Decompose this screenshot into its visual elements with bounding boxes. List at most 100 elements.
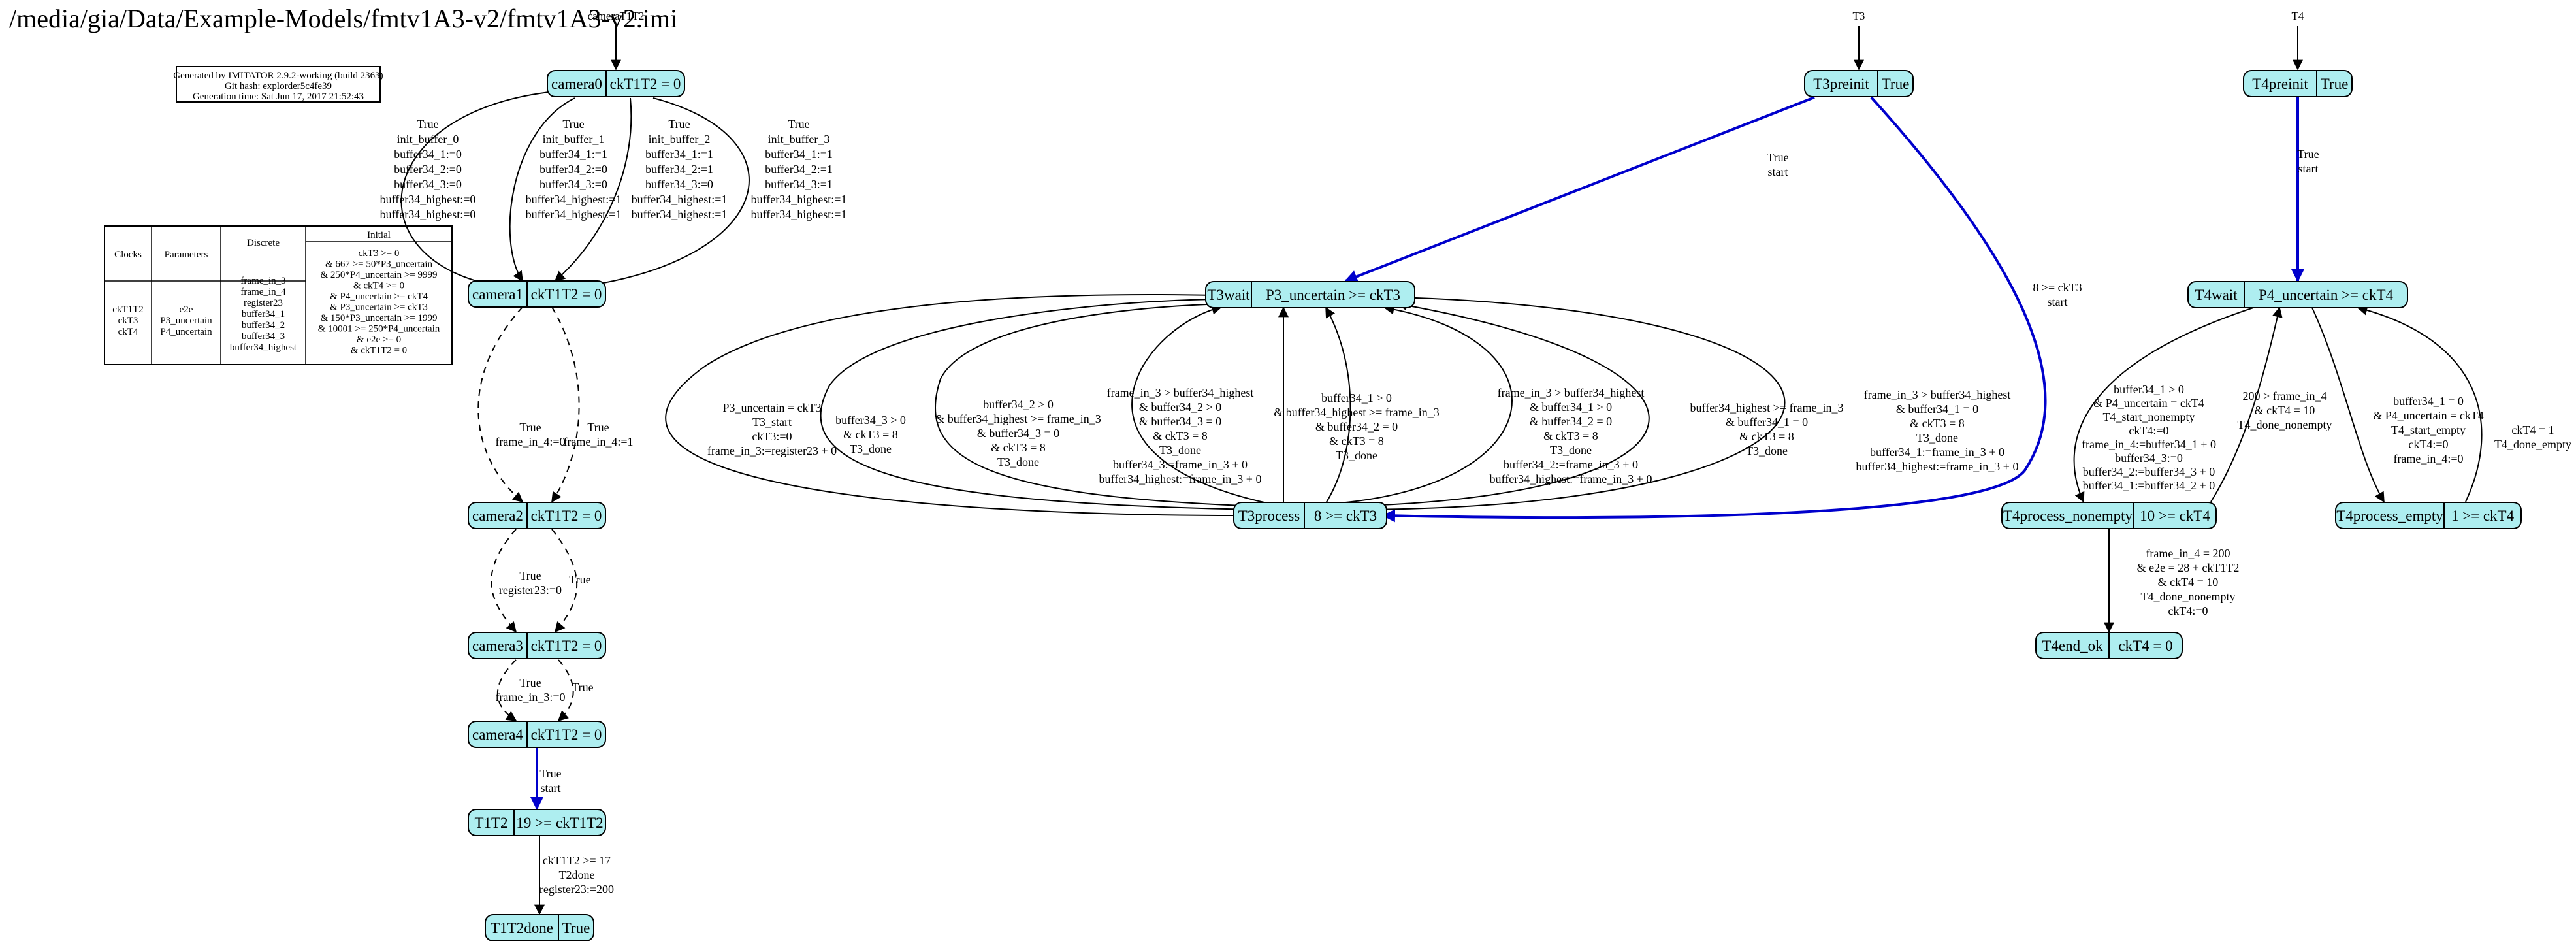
edge-label-line: buffer34_3:=0 [645, 178, 713, 191]
state-name: camera0 [551, 76, 602, 92]
edge-label-line: buffer34_2:=frame_in_3 + 0 [1504, 458, 1638, 471]
state-name: T4end_ok [2042, 638, 2103, 654]
edge-label-c0-2: Trueinit_buffer_1buffer34_1:=1buffer34_2… [526, 118, 622, 221]
edge-label-line: buffer34_1:=buffer34_2 + 0 [2083, 479, 2215, 492]
edge-camera2-camera3 [551, 529, 578, 633]
table-cell-clock: ckT3 [118, 316, 138, 326]
info-line: Git hash: explorder5c4fe39 [225, 81, 332, 91]
edges-layer [400, 26, 2483, 915]
edge-labels-layer: Trueinit_buffer_0buffer34_1:=0buffer34_2… [380, 118, 2571, 896]
edge-label-line: frame_in_4:=0 [2393, 452, 2463, 465]
state-name: camera3 [472, 638, 523, 654]
edge-label-line: & buffer34_1 = 0 [1896, 402, 1978, 416]
edge-label-line: buffer34_3:=0 [539, 178, 607, 191]
edge-label-line: ckT3:=0 [752, 430, 792, 443]
edge-label-line: init_buffer_2 [649, 133, 711, 146]
edge-label-line: T3_done [1550, 444, 1592, 457]
edge-label-line: buffer34_highest:=1 [751, 193, 847, 206]
table-cell-initial: & 150*P3_uncertain >= 1999 [321, 313, 438, 323]
table-cell-parameter: P4_uncertain [160, 327, 212, 337]
edge-label-line: & ckT3 = 8 [1153, 429, 1208, 442]
table-cell-parameter: P3_uncertain [160, 316, 212, 326]
edge-label-line: T4_done_empty [2494, 438, 2571, 451]
edge-camera2-camera3 [491, 529, 517, 633]
edge-label-t3-l6: frame_in_3 > buffer34_highest& buffer34_… [1490, 386, 1652, 485]
table-header: Parameters [165, 250, 208, 260]
edge-label-line: T3_done [1159, 444, 1201, 457]
edge-label-line: & buffer34_2 = 0 [1315, 420, 1398, 433]
edge-camera0-camera1 [400, 91, 556, 292]
table-cell-clock: ckT4 [118, 327, 138, 337]
edge-t3process-t3wait [1351, 292, 1786, 510]
info-line: Generated by IMITATOR 2.9.2-working (bui… [173, 71, 383, 81]
edge-t3process-t3wait [1338, 304, 1513, 504]
state-node-t3preinit[interactable]: T3preinit True [1804, 70, 1914, 97]
edge-label-line: buffer34_3:=0 [394, 178, 462, 191]
edge-label-line: buffer34_highest:=frame_in_3 + 0 [1099, 472, 1262, 485]
state-name: T3preinit [1813, 76, 1869, 92]
edge-label-line: frame_in_4:=1 [563, 435, 633, 448]
edge-t3process-t3wait [820, 294, 1255, 510]
edge-label-line: buffer34_2:=0 [394, 163, 462, 176]
edge-label-line: True [2297, 148, 2319, 161]
state-name: T3wait [1207, 287, 1250, 303]
table-cell-initial: & ckT1T2 = 0 [351, 346, 407, 356]
edge-label-line: buffer34_1 > 0 [1321, 391, 1392, 404]
edge-label-line: register23:=200 [539, 883, 614, 896]
edge-label-line: True [417, 118, 438, 131]
table-cell-discrete: buffer34_1 [242, 309, 285, 319]
edge-label-t4-ne-back: 200 > frame_in_4& ckT4 = 10T4_done_nonem… [2238, 389, 2332, 431]
state-invariant: 19 >= ckT1T2 [516, 815, 603, 831]
edge-t4processnonempty-t4wait [2210, 306, 2283, 502]
edge-label-line: T3_start [752, 416, 792, 429]
edge-label-line: & ckT4 = 10 [2158, 576, 2219, 589]
edge-label-line: & buffer34_1 = 0 [1726, 416, 1808, 429]
edge-t3preinit-t3wait [1344, 96, 1815, 283]
edge-label-line: buffer34_3:=frame_in_3 + 0 [1113, 458, 1248, 471]
edge-label-c0-1: Trueinit_buffer_0buffer34_1:=0buffer34_2… [380, 118, 476, 221]
table-cell-discrete: buffer34_3 [242, 331, 285, 342]
edge-label-line: buffer34_1:=frame_in_3 + 0 [1870, 446, 2004, 459]
edge-label-line: & ckT3 = 8 [1543, 429, 1598, 442]
generation-info-box: Generated by IMITATOR 2.9.2-working (bui… [173, 66, 383, 103]
edge-label-line: start [541, 781, 561, 794]
edge-label-t3-l3: buffer34_2 > 0& buffer34_highest >= fram… [935, 398, 1101, 468]
table-cell-discrete: frame_in_3 [240, 276, 285, 286]
edge-label-line: buffer34_2:=buffer34_3 + 0 [2083, 465, 2215, 478]
edge-t4wait-t4processnonempty [2073, 307, 2254, 503]
edge-label-line: buffer34_highest:=frame_in_3 + 0 [1490, 472, 1652, 485]
table-header: Clocks [114, 250, 142, 260]
edge-label-line: buffer34_2:=1 [765, 163, 833, 176]
edge-label-line: & ckT3 = 8 [991, 441, 1046, 454]
edge-t4processempty-t4wait [2357, 304, 2483, 502]
edge-label-line: T3_done [1746, 444, 1788, 457]
edge-label-t3-l8: frame_in_3 > buffer34_highest& buffer34_… [1856, 388, 2019, 473]
state-invariant: True [1882, 76, 1910, 92]
edge-t3process-t3wait [1131, 304, 1268, 504]
edge-label-line: buffer34_2:=1 [645, 163, 713, 176]
edge-label-line: frame_in_3 > buffer34_highest [1107, 386, 1254, 399]
state-name: camera4 [472, 727, 523, 743]
variables-table: Clocks Parameters Discrete Initial ckT1T… [104, 225, 453, 365]
edge-label-t4-e: buffer34_1 = 0& P4_uncertain = ckT4T4_st… [2373, 395, 2484, 465]
edge-label-line: & ckT4 = 10 [2255, 404, 2315, 417]
edge-label-line: ckT4:=0 [2408, 438, 2448, 451]
table-cell-initial: & P4_uncertain >= ckT4 [330, 291, 428, 302]
